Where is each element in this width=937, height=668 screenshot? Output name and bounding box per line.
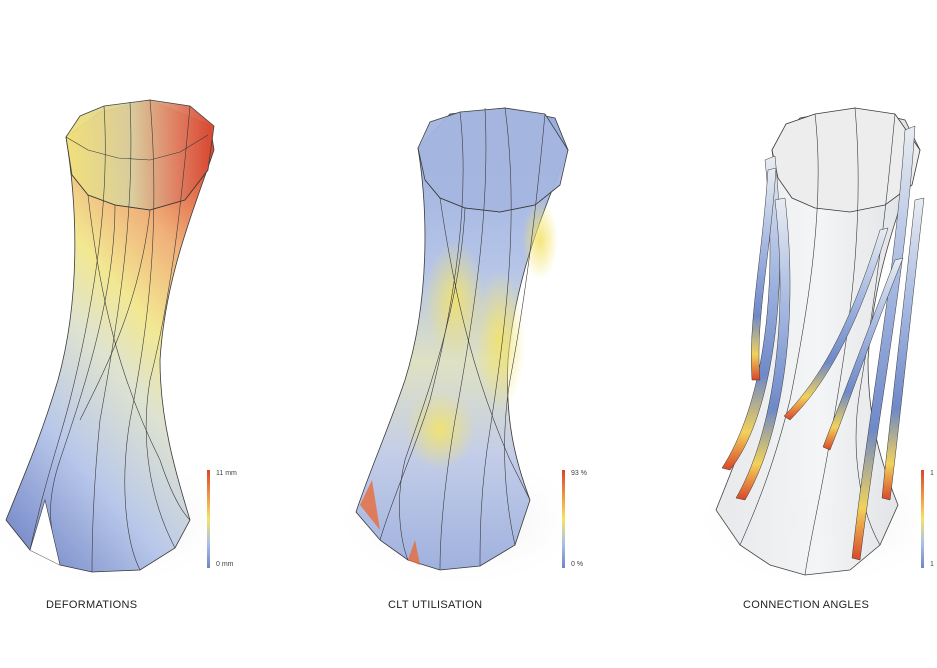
legend-min-label: 0 mm — [216, 561, 234, 568]
color-scale-bar — [921, 470, 924, 568]
deformations-body — [5, 99, 215, 573]
tower-deformations — [0, 99, 240, 590]
caption-clt-utilisation: CLT UTILISATION — [388, 599, 483, 611]
tower-clt-utilisation — [330, 107, 590, 590]
legend-max-label: 93 % — [571, 470, 587, 477]
legend-connection-angles: 1 1 — [921, 470, 937, 570]
tower-connection-angles — [690, 107, 937, 590]
caption-connection-angles: CONNECTION ANGLES — [743, 599, 870, 611]
legend-min-label: 0 % — [571, 561, 584, 568]
legend-min-label: 1 — [930, 561, 934, 568]
legend-max-label: 11 mm — [216, 470, 237, 477]
caption-deformations: DEFORMATIONS — [46, 599, 138, 611]
legend-max-label: 1 — [930, 470, 934, 477]
color-scale-bar — [562, 470, 565, 568]
legend-clt-utilisation: 93 % 0 % — [562, 470, 622, 570]
legend-deformations: 11 mm 0 mm — [207, 470, 267, 570]
color-scale-bar — [207, 470, 210, 568]
